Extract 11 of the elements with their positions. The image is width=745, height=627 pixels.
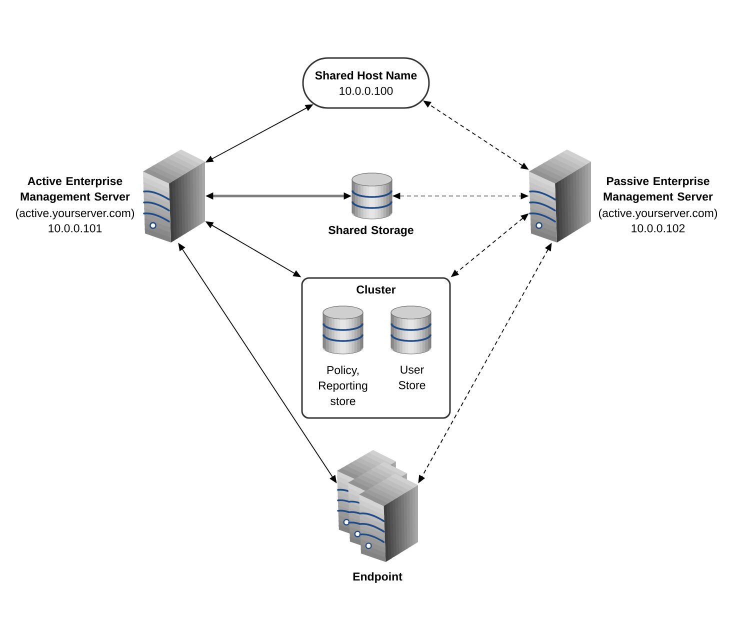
store-label: Policy, Reporting store (319, 366, 368, 406)
hostname-label: (active.yourserver.com) (16, 208, 134, 220)
endpoint-label: Endpoint (353, 572, 402, 583)
store-label: User Store (398, 366, 426, 390)
host-name-box: Shared Host Name 10.0.0.100 (302, 57, 430, 109)
storage-label: Shared Storage (328, 226, 414, 236)
server-label: Active Enterprise Management Server (20, 176, 130, 203)
ip-address-label: 10.0.0.102 (632, 224, 685, 232)
server-label: Passive Enterprise Management Server (604, 176, 713, 203)
ip-address-label: 10.0.0.101 (48, 224, 102, 232)
hostname-label: (active.yourserver.com) (598, 208, 718, 220)
